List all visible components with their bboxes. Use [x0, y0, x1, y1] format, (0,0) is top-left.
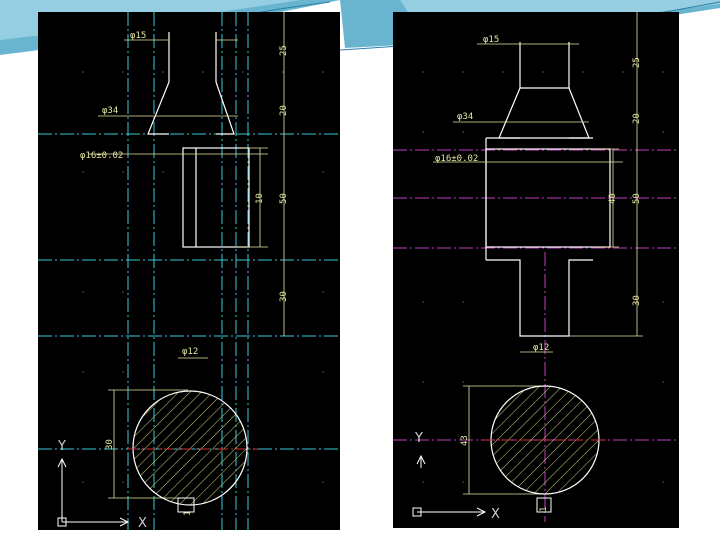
axis-y-label: Y	[414, 431, 423, 446]
dim-mid-length: 50	[279, 193, 289, 204]
dim-circle: 43	[460, 435, 470, 446]
grid-dots	[82, 71, 324, 483]
axis-x-label: X	[138, 516, 147, 530]
dim-bore-diameter: φ16±0.02	[435, 154, 478, 164]
cad-viewport-right[interactable]: φ15 25 φ34 20 φ16±0.02 40 50 30 φ12 43 1…	[393, 12, 679, 528]
dim-circle: 30	[105, 439, 115, 450]
ucs-axis-icon	[57, 457, 130, 527]
dim-top-length: 25	[279, 45, 289, 56]
dim-top-diameter: φ15	[483, 35, 499, 45]
dim-low-length: 30	[632, 295, 642, 306]
cad-viewport-left[interactable]: φ15 25 φ34 20 φ16±0.02 10 50 30 φ12 30 1…	[38, 12, 340, 530]
dim-bottom-diameter: φ12	[533, 343, 549, 353]
part-outline	[485, 42, 611, 337]
dim-bore-diameter: φ16±0.02	[80, 151, 123, 161]
section-circle	[483, 385, 608, 513]
dim-small: 1	[183, 511, 193, 516]
dim-bore-length: 10	[255, 193, 265, 204]
grid-dots	[422, 71, 664, 483]
ucs-axis-icon	[412, 454, 487, 517]
part-outline	[147, 32, 250, 248]
axis-y-label: Y	[57, 439, 66, 454]
dim-bottom-diameter: φ12	[182, 347, 198, 357]
dim-cone-diameter: φ34	[457, 112, 473, 122]
dimension-lines	[433, 12, 643, 495]
dim-bore-length: 40	[608, 193, 618, 204]
dim-top-length: 25	[632, 57, 642, 68]
axis-x-label: X	[491, 507, 500, 522]
section-circle	[128, 390, 258, 513]
dim-cone-length: 20	[279, 105, 289, 116]
dimension-lines	[88, 12, 285, 499]
dim-small: 1	[539, 507, 549, 512]
dim-cone-diameter: φ34	[102, 106, 118, 116]
dim-top-diameter: φ15	[130, 31, 146, 41]
dim-low-length: 30	[279, 291, 289, 302]
dim-mid-length: 50	[632, 193, 642, 204]
dim-cone-length: 20	[632, 113, 642, 124]
